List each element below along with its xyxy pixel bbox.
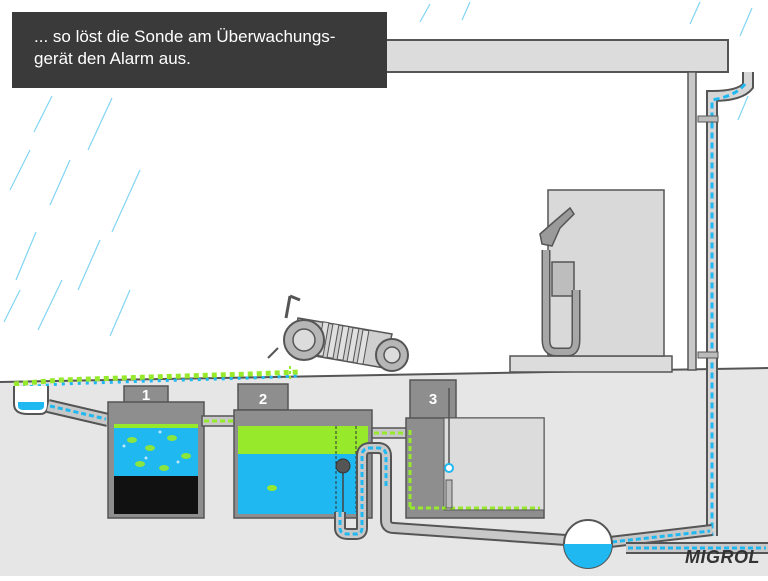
downpipe xyxy=(697,72,754,536)
pipe-tank2-tank3 xyxy=(371,427,409,439)
canopy xyxy=(382,39,729,371)
tank-1-label: 1 xyxy=(142,387,150,404)
brand-logo: MIGROL xyxy=(685,547,760,567)
caption-box: ... so löst die Sonde am Überwachungs- g… xyxy=(12,12,387,88)
surface-oil-flow xyxy=(13,369,301,390)
u-trap xyxy=(334,442,392,540)
tank-1 xyxy=(107,385,205,519)
caption-line-1: ... so löst die Sonde am Überwachungs- xyxy=(34,27,336,46)
pipe-tank1-tank2 xyxy=(201,415,239,427)
alarm-probe xyxy=(444,463,454,473)
motorcycle xyxy=(267,294,409,380)
tank-3-label: 3 xyxy=(429,391,437,408)
fuel-pump xyxy=(509,189,673,373)
inflow-pipe xyxy=(46,399,110,427)
rain xyxy=(3,1,753,337)
tank-2 xyxy=(233,383,373,519)
caption-line-2: gerät den Alarm aus. xyxy=(34,49,191,68)
tank-3 xyxy=(405,379,545,519)
outlet-pipe xyxy=(380,486,768,554)
tank-2-label: 2 xyxy=(259,391,267,408)
street-gully xyxy=(13,386,49,415)
sewer-shaft xyxy=(563,519,613,569)
tank-labels: 1 2 3 xyxy=(142,387,437,408)
